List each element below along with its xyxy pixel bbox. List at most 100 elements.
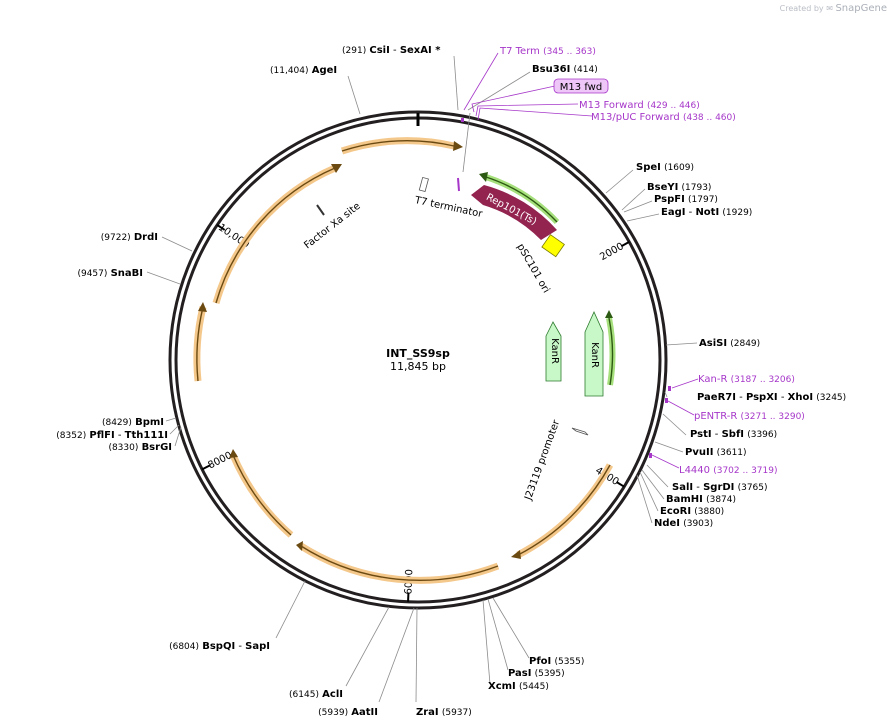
primer-m13fwd-box[interactable] (553, 78, 609, 94)
site-csi[interactable]: (291) CsiI - SexAI * (342, 45, 441, 56)
primer-labels: T7 Term (345 .. 363) M13 fwd M13 Forward… (499, 46, 805, 476)
site-acli[interactable]: (6145) AclI (289, 689, 343, 700)
site-pvuii[interactable]: PvuII (3611) (685, 447, 747, 458)
tick-mark-0 (620, 241, 630, 248)
backbone-outer-ring (168, 110, 668, 610)
plasmid-name: INT_SS9sp (386, 347, 450, 360)
leader-acli (345, 606, 390, 687)
site-eagi[interactable]: EagI - NotI (1929) (661, 207, 752, 218)
site-pspfi[interactable]: PspFI (1797) (654, 194, 718, 205)
site-bsrgi[interactable]: (8330) BsrGI (108, 442, 172, 453)
j23119-arrow (571, 427, 589, 436)
site-aatii[interactable]: (5939) AatII (318, 707, 378, 718)
green-arc-top-line (485, 176, 558, 223)
site-zrai[interactable]: ZraI (5937) (416, 707, 472, 718)
site-ecori[interactable]: EcoRI (3880) (660, 506, 724, 517)
orf-arc-lowerleft-line (232, 454, 292, 536)
primer-t7term[interactable]: T7 Term (345 .. 363) (499, 46, 596, 57)
primer-m13puc[interactable]: M13/pUC Forward (438 .. 460) (591, 112, 736, 123)
green-arc-kanr-line (608, 317, 614, 386)
site-pfoi[interactable]: PfoI (5355) (529, 656, 584, 667)
primer-marks (461, 118, 671, 458)
site-bamhi[interactable]: BamHI (3874) (666, 494, 736, 505)
leader-kanr (671, 378, 699, 389)
primer-m13forward[interactable]: M13 Forward (429 .. 446) (579, 100, 700, 111)
feature-psc101-ori[interactable] (541, 234, 565, 258)
site-pasi[interactable]: PasI (5395) (508, 668, 565, 679)
leader-bsu (467, 71, 531, 111)
site-snabi[interactable]: (9457) SnaBI (77, 268, 143, 279)
primer-l4440[interactable]: L4440 (3702 .. 3719) (679, 465, 778, 476)
orf-arc-upperleft-line (215, 167, 336, 304)
leader-ecori (639, 471, 659, 512)
leader-spe (605, 169, 634, 194)
snapgene-logo-icon: ✉ (826, 4, 833, 13)
mark-pentr (665, 398, 668, 403)
site-bsu36i[interactable]: Bsu36I (414) (532, 64, 598, 75)
leader-pspfi (623, 200, 653, 213)
primer-kanr[interactable]: Kan-R (3187 .. 3206) (698, 374, 795, 385)
leader-paer7i (664, 391, 668, 398)
t7-term-mark (457, 177, 460, 192)
site-ndei[interactable]: NdeI (3903) (654, 518, 713, 529)
kanr-2-arrow (584, 311, 604, 397)
leader-snabi (146, 271, 181, 285)
snapgene-credit: Created by ✉ SnapGene (780, 3, 887, 14)
credit-brand: SnapGene (835, 3, 887, 14)
green-arc-top-head (479, 172, 488, 182)
site-bpmi[interactable]: (8429) BpmI (102, 417, 164, 428)
orf-arc-left-head (198, 302, 207, 312)
green-arcs (479, 172, 616, 386)
leader-pasi (487, 598, 509, 671)
orf-arc-right-head (511, 550, 521, 559)
leader-age (347, 75, 361, 115)
site-drdi[interactable]: (9722) DrdI (101, 232, 158, 243)
site-bspqi[interactable]: (6804) BspQI - SapI (169, 641, 270, 652)
site-bseyi[interactable]: BseYI (1793) (647, 182, 711, 193)
leader-bsrgi (174, 426, 182, 447)
feature-kanr-1[interactable]: KanR (545, 321, 562, 382)
tick-label-0: 2000 (598, 241, 626, 263)
rep101-arrow (471, 185, 557, 240)
leader-l4440 (651, 454, 680, 469)
leader-bspqi (275, 580, 306, 639)
site-age[interactable]: (11,404) AgeI (270, 65, 337, 76)
site-xcmi[interactable]: XcmI (5445) (488, 681, 549, 692)
orf-arc-lowerleft (229, 453, 294, 538)
primer-pentr[interactable]: pENTR-R (3271 .. 3290) (694, 411, 805, 422)
leader-m13puc (477, 107, 593, 121)
site-labels: (291) CsiI - SexAI * (11,404) AgeI Bsu36… (56, 45, 846, 718)
t7-leader (462, 112, 471, 173)
feature-j23119[interactable]: J23119 promoter (523, 418, 589, 503)
site-asisi[interactable]: AsiSI (2849) (699, 338, 760, 349)
leader-t7term (463, 52, 499, 111)
t7-terminator-label: T7 terminator (413, 195, 484, 220)
leader-psti (662, 413, 687, 436)
feature-kanr-2[interactable]: KanR (584, 311, 604, 397)
leader-pflfi (169, 424, 180, 435)
feature-t7-terminator[interactable]: T7 terminator (413, 112, 484, 220)
site-psti[interactable]: PstI - SbfI (3396) (690, 429, 777, 440)
kanr-1-label: KanR (549, 338, 560, 364)
leader-aatii (378, 607, 415, 703)
mark-t7 (461, 118, 464, 122)
credit-prefix: Created by (779, 4, 824, 13)
leader-sali (646, 464, 669, 488)
mark-l4440 (649, 453, 652, 458)
tick-mark-4 (216, 224, 226, 231)
leader-zrai (415, 607, 418, 703)
site-pflfi[interactable]: (8352) PflFI - Tth111I (56, 430, 168, 441)
site-spei[interactable]: SpeI (1609) (636, 162, 694, 173)
factor-xa-mark (316, 204, 325, 216)
primer-leaders (463, 52, 699, 469)
site-paer7i[interactable]: PaeR7I - PspXI - XhoI (3245) (697, 392, 846, 403)
leader-bpmi (165, 417, 177, 422)
factor-xa-label: Factor Xa site (302, 201, 362, 252)
site-sali[interactable]: SalI - SgrDI (3765) (672, 482, 768, 493)
tick-mark-3 (201, 464, 211, 471)
feature-factor-xa[interactable]: Factor Xa site (302, 201, 362, 252)
leader-pfoi (492, 597, 530, 659)
j23119-label: J23119 promoter (523, 418, 563, 503)
